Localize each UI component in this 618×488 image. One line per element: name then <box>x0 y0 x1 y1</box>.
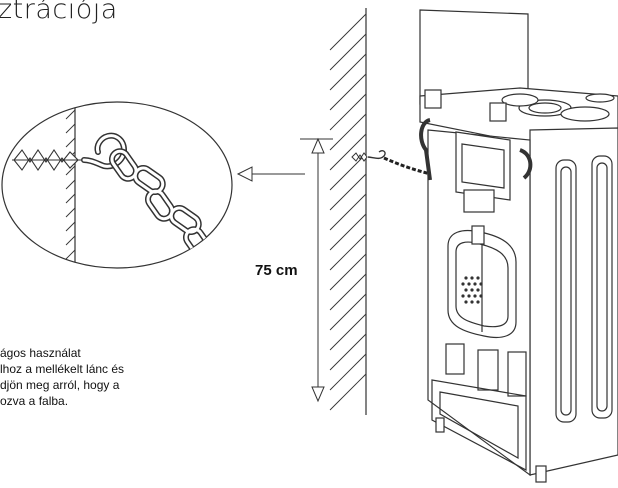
height-label: 75 cm <box>255 262 298 279</box>
note-line: djön meg arról, hogy a <box>0 378 120 392</box>
magnified-detail <box>1 101 233 269</box>
safety-note: ágos használat lhoz a mellékelt lánc és … <box>0 345 215 409</box>
detail-pointer-arrow <box>236 166 305 182</box>
wall <box>329 8 367 415</box>
height-dimension <box>300 137 333 403</box>
cooker-hob <box>419 87 618 143</box>
note-line: ozva a falba. <box>0 394 69 408</box>
chain-icon <box>108 148 214 260</box>
note-line: lhoz a mellékelt lánc és <box>0 362 125 376</box>
note-line: ágos használat <box>0 346 81 360</box>
cooker-back-view <box>419 9 618 483</box>
wall-anchor-icon <box>12 149 84 171</box>
page-title: ztrációja <box>0 0 118 25</box>
wall-anchor-small-icon <box>351 150 386 162</box>
chain-line <box>383 156 509 182</box>
